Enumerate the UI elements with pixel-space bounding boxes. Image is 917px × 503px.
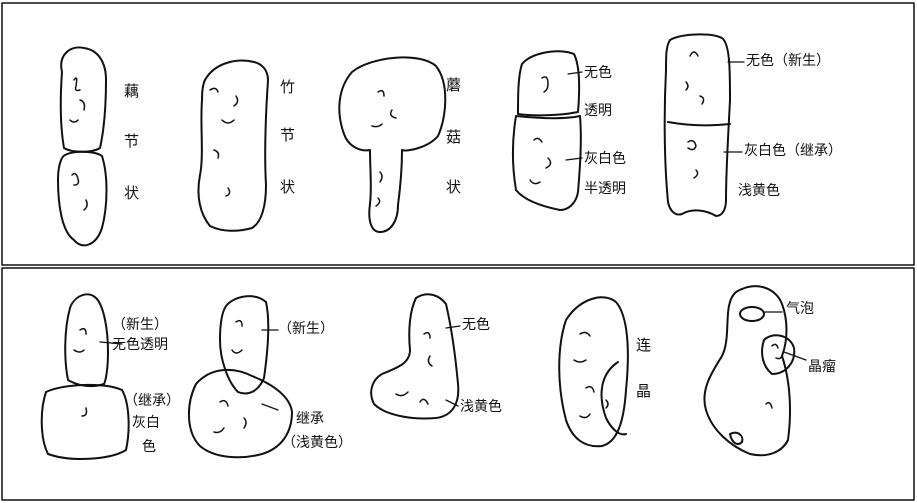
label-b1-lower-l1: （继承）: [124, 393, 180, 409]
label-b1-lower-l2: 灰白: [132, 415, 160, 431]
bubble-icon: [739, 306, 765, 322]
bubble-crystal-shape: [703, 285, 796, 457]
label-b3-lower: 浅黄色: [460, 399, 502, 415]
label-col4-upper-l1: 无色: [584, 65, 612, 81]
label-col5-middle: 灰白色（继承）: [744, 143, 842, 159]
mushroom-shape: [338, 56, 447, 233]
label-lotus-c2: 节: [124, 132, 140, 150]
label-mushroom-c3: 状: [446, 178, 462, 196]
label-col4-lower-l2: 半透明: [584, 181, 626, 197]
label-b2-lower-l1: 继承: [296, 411, 324, 427]
stacked-blocks-shape: [40, 293, 130, 460]
label-lotus-c3: 状: [124, 184, 140, 202]
label-col5-lower: 浅黄色: [738, 183, 780, 199]
label-bamboo-c2: 节: [280, 126, 296, 144]
label-col4-lower-l1: 灰白色: [584, 151, 626, 167]
label-bamboo-c1: 竹: [280, 78, 296, 96]
tilted-block-shape: [370, 293, 460, 420]
overlapping-shape: [187, 295, 293, 459]
two-part-column-shape: [512, 50, 582, 211]
label-b3-upper: 无色: [462, 317, 490, 333]
label-mushroom-c2: 菇: [446, 128, 462, 146]
label-b4-c1: 连: [636, 336, 652, 354]
bottom-panel-frame: [1, 267, 915, 501]
label-col5-upper: 无色（新生）: [746, 53, 830, 69]
label-b5-upper: 气泡: [786, 301, 814, 317]
nodule-icon: [761, 334, 796, 375]
label-bamboo-c3: 状: [280, 178, 296, 196]
label-col4-upper-l2: 透明: [584, 103, 612, 119]
top-panel-frame: [1, 2, 915, 266]
label-b1-upper-l2: 无色透明: [112, 337, 168, 353]
label-lotus-c1: 藕: [124, 82, 140, 100]
label-b5-lower: 晶瘤: [808, 359, 836, 375]
label-b2-upper: （新生）: [278, 321, 334, 337]
label-b4-c2: 晶: [636, 382, 652, 400]
twin-crystal-shape: [558, 296, 629, 448]
label-b1-upper-l1: （新生）: [112, 317, 168, 333]
label-b1-lower-l3: 色: [142, 439, 156, 455]
lotus-root-shape: [57, 46, 108, 247]
label-b2-lower-l2: （浅黄色）: [282, 435, 352, 451]
tall-column-shape: [663, 33, 731, 217]
bamboo-joint-shape: [197, 59, 269, 232]
label-mushroom-c1: 蘑: [446, 76, 462, 94]
